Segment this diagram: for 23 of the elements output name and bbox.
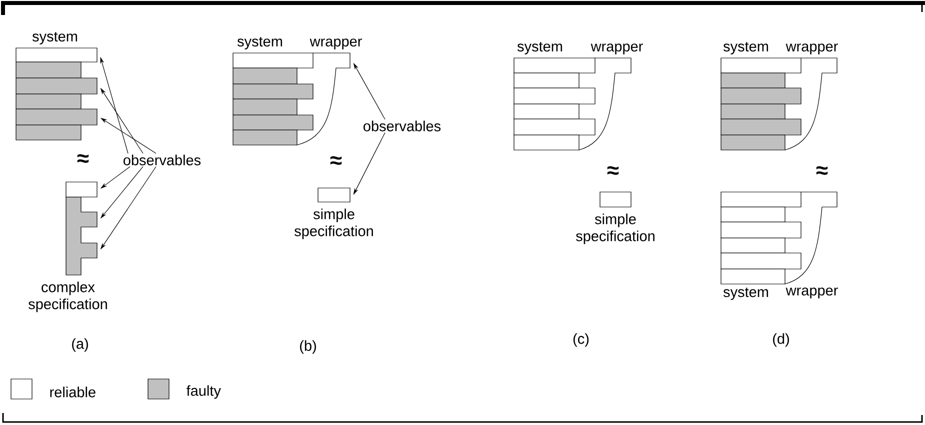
specification-box: simple specification	[294, 188, 373, 240]
panel-label: (c)	[573, 333, 589, 347]
approx-sign: ≈	[607, 166, 619, 175]
legend-label: reliable	[50, 386, 96, 398]
node-label: simple specification	[576, 214, 654, 244]
specification-box: simple specification	[576, 192, 654, 244]
panel-label: (a)	[72, 338, 88, 352]
node-label: system	[723, 42, 768, 54]
node-label: system	[723, 288, 768, 300]
approx-sign: ≈	[330, 156, 342, 165]
approx-sign: ≈	[77, 154, 89, 163]
panel-label: (b)	[300, 340, 316, 354]
node-label: system	[237, 37, 282, 50]
legend-label: faulty	[186, 385, 221, 399]
node-label: simple specification	[294, 208, 373, 240]
observables-label: observables	[124, 154, 201, 166]
panel-label: (d)	[773, 333, 789, 347]
node-label: system	[517, 42, 562, 54]
approx-sign: ≈	[816, 166, 828, 175]
observables-label: observables	[364, 120, 441, 132]
node-label: complex specification	[28, 282, 107, 312]
system-stack: system	[16, 32, 98, 140]
node-label: system	[32, 32, 78, 44]
